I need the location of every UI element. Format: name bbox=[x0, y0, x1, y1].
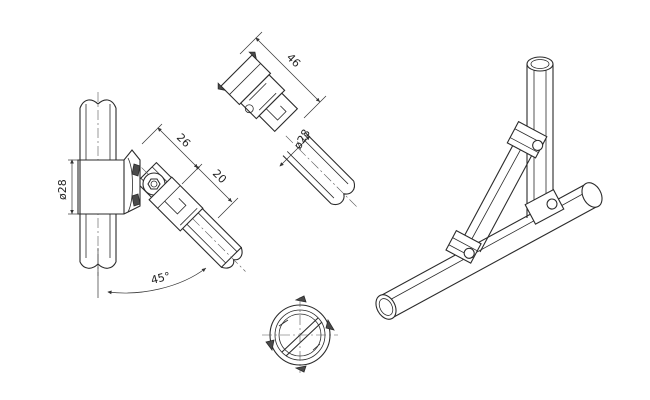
top-view: 46 ø28 bbox=[217, 31, 357, 207]
side-view: ø28 26 20 45° bbox=[56, 92, 246, 298]
dim-diameter: ø28 bbox=[56, 159, 80, 215]
dim-top-diameter-label: ø28 bbox=[291, 127, 313, 151]
lower-joint bbox=[445, 229, 482, 264]
assembly-view bbox=[375, 56, 603, 320]
top-tube bbox=[282, 132, 357, 207]
base-joint bbox=[524, 188, 565, 225]
dim-diameter-label: ø28 bbox=[56, 179, 69, 200]
dim-angle-label: 45° bbox=[150, 270, 172, 287]
end-view bbox=[262, 295, 338, 373]
base-tube bbox=[375, 182, 603, 320]
clamp-ring bbox=[77, 149, 141, 215]
dim-top-length-label: 46 bbox=[284, 51, 303, 70]
upper-joint bbox=[506, 120, 548, 159]
angled-sleeve bbox=[148, 176, 204, 232]
dim-angle: 45° bbox=[97, 248, 207, 298]
diagonal-brace bbox=[459, 131, 541, 253]
